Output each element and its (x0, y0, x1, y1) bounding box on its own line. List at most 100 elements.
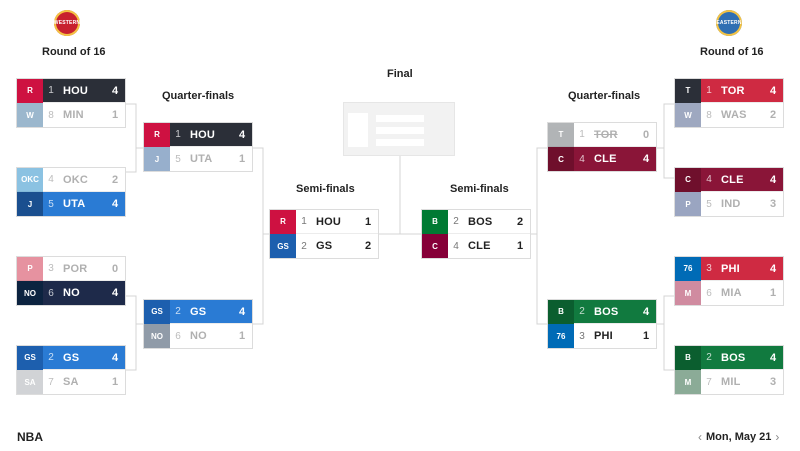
seed: 6 (706, 287, 712, 299)
team-row-cle[interactable]: C 4 CLE 4 (548, 147, 656, 171)
team-abbr: BOS (468, 215, 493, 228)
final-matchup-placeholder[interactable] (343, 102, 455, 156)
round16-west-label: Round of 16 (42, 46, 106, 58)
quarterfinals-east-label: Quarter-finals (568, 90, 641, 102)
series-wins: 4 (642, 153, 650, 165)
seed: 5 (175, 153, 181, 165)
final-placeholder-box (348, 113, 368, 147)
team-row-uta[interactable]: J 5 UTA 1 (144, 147, 252, 171)
team-row-gs[interactable]: GS 2 GS 4 (144, 299, 252, 324)
series-wins: 1 (111, 109, 119, 121)
current-date: Mon, May 21 (706, 431, 772, 443)
west-sf-matchup[interactable]: R 1 HOU 1 GS 2 GS 2 (269, 209, 379, 259)
team-row-uta[interactable]: J 5 UTA 4 (17, 192, 125, 216)
east-r16-matchup-1[interactable]: T 1 TOR 4 W 8 WAS 2 (674, 78, 784, 128)
team-row-sa[interactable]: SA 7 SA 1 (17, 370, 125, 394)
east-qf-matchup-2[interactable]: B 2 BOS 4 76 3 PHI 1 (547, 299, 657, 349)
team-row-cle[interactable]: C 4 CLE 1 (422, 234, 530, 258)
team-row-bos[interactable]: B 2 BOS 4 (548, 299, 656, 324)
team-row-hou[interactable]: R 1 HOU 1 (270, 209, 378, 234)
team-row-cle[interactable]: C 4 CLE 4 (675, 167, 783, 192)
warriors-logo-icon: GS (17, 345, 43, 370)
series-wins: 4 (111, 84, 119, 97)
team-row-tor[interactable]: T 1 TOR 4 (675, 78, 783, 103)
team-abbr: HOU (190, 128, 216, 141)
cavaliers-logo-icon: C (675, 167, 701, 192)
team-row-gs[interactable]: GS 2 GS 2 (270, 234, 378, 258)
seed: 1 (175, 129, 181, 140)
team-row-phi[interactable]: 76 3 PHI 1 (548, 324, 656, 348)
series-wins: 4 (769, 351, 777, 364)
semifinals-east-label: Semi-finals (450, 183, 509, 195)
team-row-por[interactable]: P 3 POR 0 (17, 256, 125, 281)
team-abbr: MIN (63, 109, 84, 121)
chevron-right-icon[interactable]: › (775, 430, 780, 444)
series-wins: 1 (364, 215, 372, 228)
series-wins: 4 (111, 198, 119, 210)
team-abbr: TOR (594, 128, 618, 141)
series-wins: 1 (238, 153, 246, 165)
seed: 2 (453, 216, 459, 227)
western-logo-text: WESTERN (53, 20, 81, 26)
team-row-was[interactable]: W 8 WAS 2 (675, 103, 783, 127)
team-row-no[interactable]: NO 6 NO 4 (17, 281, 125, 305)
western-conference-logo: WESTERN (54, 10, 80, 36)
series-wins: 2 (769, 109, 777, 121)
seed: 3 (706, 263, 712, 274)
west-qf-matchup-1[interactable]: R 1 HOU 4 J 5 UTA 1 (143, 122, 253, 172)
team-abbr: POR (63, 262, 88, 275)
series-wins: 1 (111, 376, 119, 388)
seed: 2 (579, 306, 585, 317)
series-wins: 3 (769, 376, 777, 388)
pelicans-logo-icon: NO (17, 281, 43, 305)
team-row-gs[interactable]: GS 2 GS 4 (17, 345, 125, 370)
team-row-bos[interactable]: B 2 BOS 4 (675, 345, 783, 370)
west-r16-matchup-4[interactable]: GS 2 GS 4 SA 7 SA 1 (16, 345, 126, 395)
seed: 6 (175, 330, 181, 342)
eastern-conference-logo: EASTERN (716, 10, 742, 36)
team-abbr: BOS (721, 351, 746, 364)
seed: 1 (579, 129, 585, 140)
semifinals-west-label: Semi-finals (296, 183, 355, 195)
eastern-logo-text: EASTERN (716, 20, 742, 26)
team-row-tor[interactable]: T 1 TOR 0 (548, 122, 656, 147)
chevron-left-icon[interactable]: ‹ (698, 430, 702, 444)
team-row-hou[interactable]: R 1 HOU 4 (144, 122, 252, 147)
warriors-logo-icon: GS (270, 234, 296, 258)
east-sf-matchup[interactable]: B 2 BOS 2 C 4 CLE 1 (421, 209, 531, 259)
team-row-bos[interactable]: B 2 BOS 2 (422, 209, 530, 234)
seed: 7 (706, 376, 712, 388)
spurs-logo-icon: SA (17, 370, 43, 394)
west-qf-matchup-2[interactable]: GS 2 GS 4 NO 6 NO 1 (143, 299, 253, 349)
team-row-ind[interactable]: P 5 IND 3 (675, 192, 783, 216)
celtics-logo-icon: B (548, 299, 574, 324)
east-r16-matchup-2[interactable]: C 4 CLE 4 P 5 IND 3 (674, 167, 784, 217)
series-wins: 0 (642, 128, 650, 141)
east-r16-matchup-4[interactable]: B 2 BOS 4 M 7 MIL 3 (674, 345, 784, 395)
team-row-okc[interactable]: OKC 4 OKC 2 (17, 167, 125, 192)
team-abbr: NO (190, 330, 207, 342)
west-r16-matchup-1[interactable]: R 1 HOU 4 W 8 MIN 1 (16, 78, 126, 128)
west-r16-matchup-3[interactable]: P 3 POR 0 NO 6 NO 4 (16, 256, 126, 306)
team-abbr: PHI (721, 262, 740, 275)
team-row-no[interactable]: NO 6 NO 1 (144, 324, 252, 348)
seed: 2 (48, 352, 54, 363)
seed: 4 (706, 174, 712, 185)
team-abbr: GS (63, 351, 80, 364)
team-row-phi[interactable]: 76 3 PHI 4 (675, 256, 783, 281)
team-row-hou[interactable]: R 1 HOU 4 (17, 78, 125, 103)
team-row-min[interactable]: W 8 MIN 1 (17, 103, 125, 127)
team-row-mil[interactable]: M 7 MIL 3 (675, 370, 783, 394)
team-row-mia[interactable]: M 6 MIA 1 (675, 281, 783, 305)
seed: 3 (48, 263, 54, 274)
seed: 6 (48, 287, 54, 299)
east-qf-matchup-1[interactable]: T 1 TOR 0 C 4 CLE 4 (547, 122, 657, 172)
thunder-logo-icon: OKC (17, 167, 43, 192)
seed: 5 (706, 198, 712, 210)
west-r16-matchup-2[interactable]: OKC 4 OKC 2 J 5 UTA 4 (16, 167, 126, 217)
team-abbr: SA (63, 376, 79, 388)
east-r16-matchup-3[interactable]: 76 3 PHI 4 M 6 MIA 1 (674, 256, 784, 306)
seed: 2 (706, 352, 712, 363)
team-abbr: GS (316, 240, 333, 252)
